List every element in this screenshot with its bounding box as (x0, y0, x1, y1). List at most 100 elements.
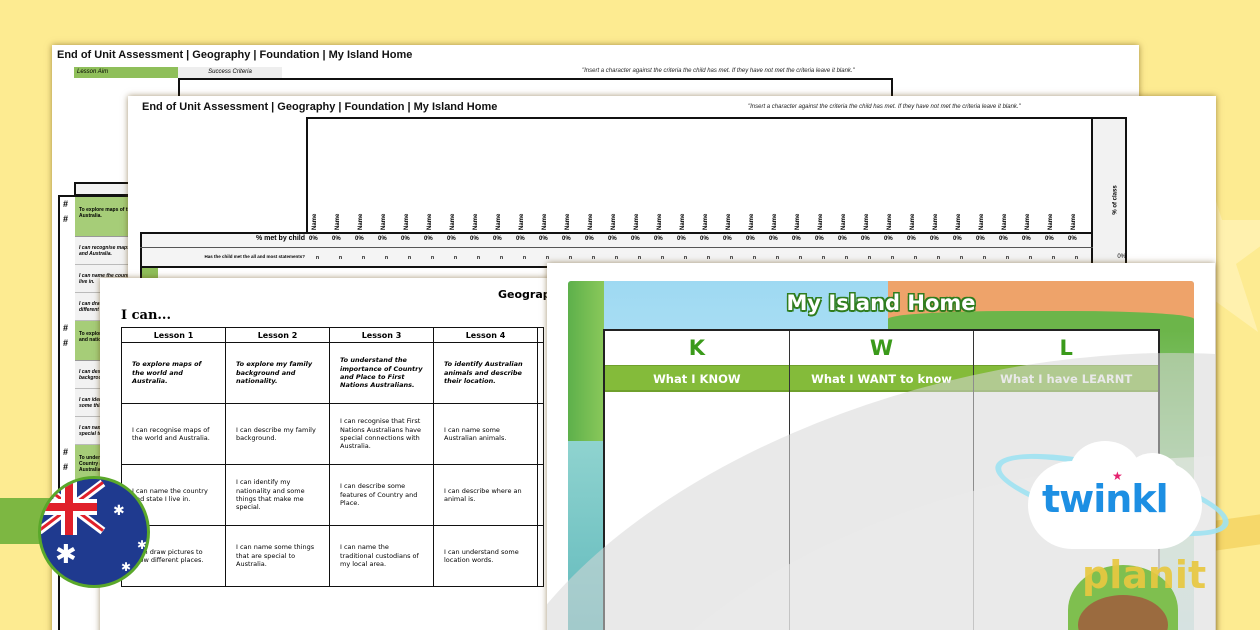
student-name[interactable]: Name (335, 213, 341, 230)
met-flag[interactable]: n (914, 255, 918, 261)
met-flag[interactable]: n (891, 255, 895, 261)
met-flag[interactable]: n (431, 255, 435, 261)
student-name[interactable]: Name (910, 213, 916, 230)
pct-met-value: 0% (976, 236, 985, 242)
student-name[interactable]: Name (404, 213, 410, 230)
pct-class-column: % of class (1091, 117, 1127, 267)
cell-stub (537, 403, 544, 465)
pct-met-value: 0% (516, 236, 525, 242)
met-flag[interactable]: n (776, 255, 780, 261)
student-name[interactable]: Name (427, 213, 433, 230)
met-flag[interactable]: n (385, 255, 389, 261)
student-name[interactable]: Name (1002, 213, 1008, 230)
student-name[interactable]: Name (381, 213, 387, 230)
kwl-column-know[interactable]: K What I KNOW (605, 331, 790, 630)
row-hash: ## (63, 323, 69, 348)
student-name[interactable]: Name (611, 213, 617, 230)
met-flag[interactable]: n (339, 255, 343, 261)
pct-met-value: 0% (562, 236, 571, 242)
student-name[interactable]: Name (312, 213, 318, 230)
lesson-header: Lesson 4 (433, 327, 538, 343)
student-name[interactable]: Name (772, 213, 778, 230)
logo-text: twinkl (1042, 477, 1169, 521)
student-column: Name 0% n (722, 206, 745, 268)
student-name[interactable]: Name (634, 213, 640, 230)
student-name[interactable]: Name (703, 213, 709, 230)
student-name[interactable]: Name (933, 213, 939, 230)
met-flag[interactable]: n (569, 255, 573, 261)
met-flag[interactable]: n (1052, 255, 1056, 261)
met-flag[interactable]: n (799, 255, 803, 261)
student-name[interactable]: Name (519, 213, 525, 230)
student-name[interactable]: Name (979, 213, 985, 230)
met-flag[interactable]: n (523, 255, 527, 261)
met-flag[interactable]: n (684, 255, 688, 261)
student-name[interactable]: Name (588, 213, 594, 230)
lesson-aim-header: Lesson Aim (74, 67, 178, 78)
met-flag[interactable]: n (408, 255, 412, 261)
pct-met-value: 0% (723, 236, 732, 242)
pct-met-value: 0% (677, 236, 686, 242)
student-column: Name 0% n (561, 206, 584, 268)
met-flag[interactable]: n (661, 255, 665, 261)
met-flag[interactable]: n (868, 255, 872, 261)
student-column: Name 0% n (975, 206, 998, 268)
student-name[interactable]: Name (887, 213, 893, 230)
student-name[interactable]: Name (749, 213, 755, 230)
cell-stub (537, 342, 544, 404)
student-name[interactable]: Name (1025, 213, 1031, 230)
met-flag[interactable]: n (822, 255, 826, 261)
met-flag[interactable]: n (615, 255, 619, 261)
student-name[interactable]: Name (841, 213, 847, 230)
met-flag[interactable]: n (937, 255, 941, 261)
student-name[interactable]: Name (1048, 213, 1054, 230)
statement-cell: I can name some Australian animals. (433, 403, 538, 465)
met-flag[interactable]: n (362, 255, 366, 261)
student-name[interactable]: Name (473, 213, 479, 230)
met-flag[interactable]: n (960, 255, 964, 261)
met-flag[interactable]: n (546, 255, 550, 261)
met-flag[interactable]: n (1029, 255, 1033, 261)
student-name[interactable]: Name (726, 213, 732, 230)
met-flag[interactable]: n (477, 255, 481, 261)
met-flag[interactable]: n (983, 255, 987, 261)
met-flag[interactable]: n (592, 255, 596, 261)
student-name[interactable]: Name (680, 213, 686, 230)
met-flag[interactable]: n (845, 255, 849, 261)
met-flag[interactable]: n (638, 255, 642, 261)
union-jack-icon (41, 479, 106, 535)
met-flag[interactable]: n (454, 255, 458, 261)
met-flag[interactable]: n (500, 255, 504, 261)
met-flag[interactable]: n (753, 255, 757, 261)
student-name[interactable]: Name (795, 213, 801, 230)
student-name[interactable]: Name (657, 213, 663, 230)
student-name[interactable]: Name (542, 213, 548, 230)
student-name[interactable]: Name (450, 213, 456, 230)
met-flag[interactable]: n (316, 255, 320, 261)
student-name[interactable]: Name (1071, 213, 1077, 230)
cliff-illustration (888, 281, 1194, 331)
student-name[interactable]: Name (818, 213, 824, 230)
met-flag[interactable]: n (1006, 255, 1010, 261)
student-name[interactable]: Name (565, 213, 571, 230)
student-name[interactable]: Name (496, 213, 502, 230)
student-name[interactable]: Name (864, 213, 870, 230)
pct-met-value: 0% (1068, 236, 1077, 242)
kwl-letter: K (688, 336, 705, 360)
pct-met-value: 0% (792, 236, 801, 242)
row-hash: ## (63, 447, 69, 472)
met-flag[interactable]: n (730, 255, 734, 261)
student-name[interactable]: Name (358, 213, 364, 230)
echidna-illustration (1068, 565, 1188, 630)
student-name[interactable]: Name (956, 213, 962, 230)
met-flag[interactable]: n (1075, 255, 1079, 261)
cell-stub (537, 464, 544, 526)
met-flag[interactable]: n (707, 255, 711, 261)
success-criteria-header: Success Criteria (178, 67, 282, 78)
